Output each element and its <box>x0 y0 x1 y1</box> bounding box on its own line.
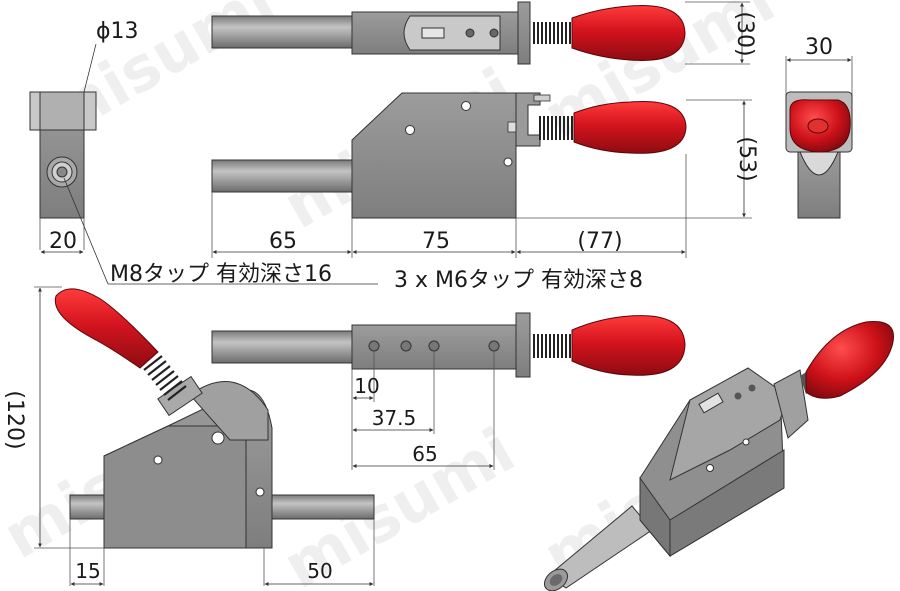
dim-53: (53) <box>734 136 759 181</box>
front-view-handle <box>573 101 687 154</box>
dim-15: 15 <box>75 559 100 583</box>
dim-120: (120) <box>2 390 27 449</box>
dim-30-top: (30) <box>732 11 757 56</box>
top-view-slot <box>403 15 501 51</box>
top-view-handle <box>571 5 686 61</box>
note-m8-tap: M8タップ 有効深さ16 <box>110 262 332 287</box>
dim-dia13: ϕ13 <box>96 19 139 44</box>
isometric-view <box>543 321 894 591</box>
top-view-flange <box>517 1 531 65</box>
bottom-view: 3 x M6タップ 有効深さ8 10 37.5 65 <box>211 268 686 470</box>
dim-37-5: 37.5 <box>372 406 417 430</box>
iso-handle <box>805 321 894 399</box>
front-view-spring <box>539 116 573 140</box>
side-view-handle <box>54 288 159 369</box>
tap-hole-2 <box>400 340 412 352</box>
bottom-view-spring <box>533 334 571 358</box>
front-view: (53) 65 75 (77) <box>211 92 759 258</box>
front-view-body <box>351 92 517 219</box>
dim-65-bottom: 65 <box>412 442 437 466</box>
dim-75: 75 <box>422 229 450 254</box>
dim-50: 50 <box>307 559 332 583</box>
right-end-view: 30 <box>785 35 853 219</box>
bottom-view-rod <box>211 330 355 364</box>
side-view: (120) 15 50 <box>2 286 375 586</box>
dim-30-side: 30 <box>805 35 833 60</box>
top-view-spring <box>533 22 571 44</box>
tap-hole-3 <box>428 340 440 352</box>
dim-77: (77) <box>577 229 622 254</box>
tap-hole-4 <box>488 340 500 352</box>
left-end-view: ϕ13 20 M8タップ 有効深さ16 <box>29 19 378 287</box>
note-m6-tap: 3 x M6タップ 有効深さ8 <box>394 268 643 293</box>
top-view: (30) <box>211 1 757 65</box>
tap-hole-1 <box>368 340 380 352</box>
front-view-rod <box>211 159 355 193</box>
bottom-view-handle <box>571 315 686 376</box>
top-view-rod <box>211 15 355 49</box>
side-view-spring <box>143 355 187 401</box>
dim-10: 10 <box>354 374 379 398</box>
dim-20: 20 <box>49 229 77 254</box>
dim-65-top: 65 <box>269 229 297 254</box>
